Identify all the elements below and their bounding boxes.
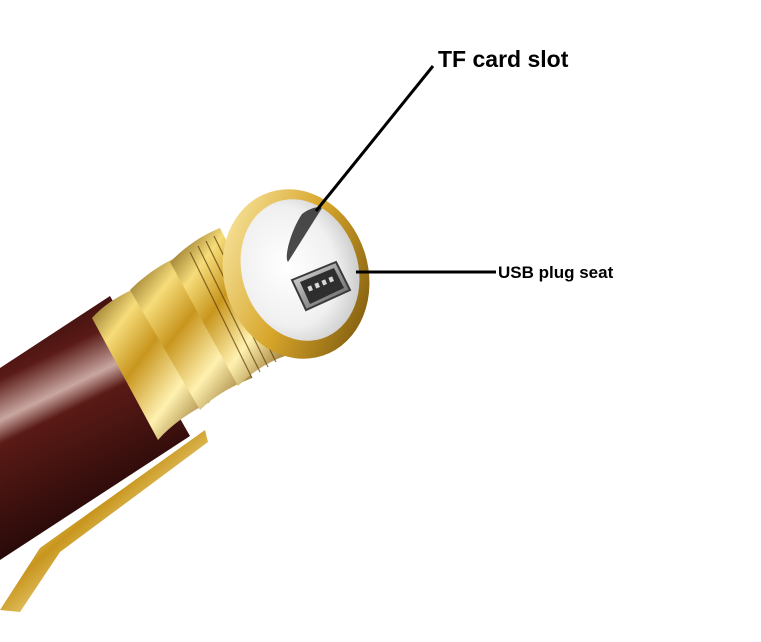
tf-card-slot	[286, 207, 322, 262]
gold-ring-2	[130, 252, 252, 410]
usb-port	[290, 260, 352, 312]
pen-clip	[0, 430, 208, 612]
tf-leader-line	[314, 65, 435, 212]
end-cap-face	[240, 199, 360, 341]
gold-ring-1	[92, 282, 210, 440]
tf-card-slot-label: TF card slot	[438, 46, 569, 72]
usb-plug-seat-label: USB plug seat	[498, 263, 614, 282]
